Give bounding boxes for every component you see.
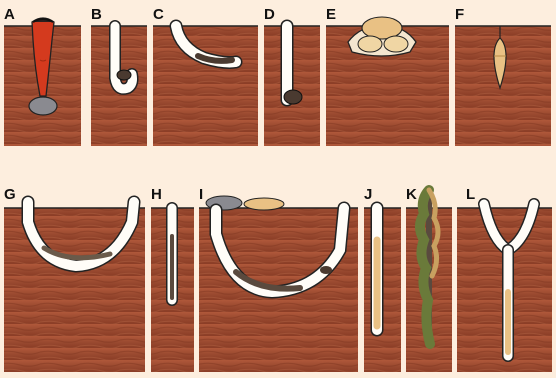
organism-e [348,17,416,56]
sediment-panel-c [153,26,258,146]
panel-label-k: K [406,187,417,202]
panel-label-a: A [4,7,15,22]
panel-label-h: H [151,187,162,202]
panel-label-g: G [4,187,16,202]
panel-label-d: D [264,7,275,22]
panel-label-j: J [364,187,372,202]
panel-label-b: B [91,7,102,22]
panel-label-i: I [199,187,203,202]
top-row-panels [4,26,551,146]
panel-label-c: C [153,7,164,22]
panel-label-e: E [326,7,336,22]
panel-label-l: L [466,187,475,202]
panel-label-f: F [455,7,464,22]
